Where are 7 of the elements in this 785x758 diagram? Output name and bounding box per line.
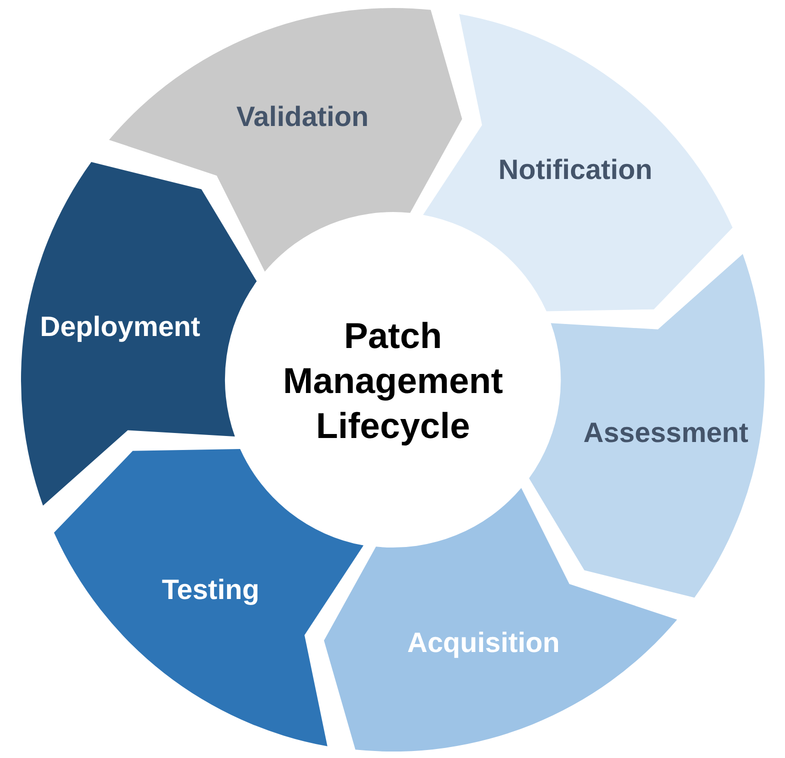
segment-label: Validation (236, 101, 369, 134)
center-title: Patch Management Lifecycle (282, 314, 504, 448)
segment-label: Deployment (40, 310, 200, 343)
segment-label: Acquisition (407, 626, 560, 659)
segment-label: Testing (162, 574, 260, 606)
segment-label: Notification (498, 154, 652, 186)
segment-label: Assessment (583, 417, 748, 450)
